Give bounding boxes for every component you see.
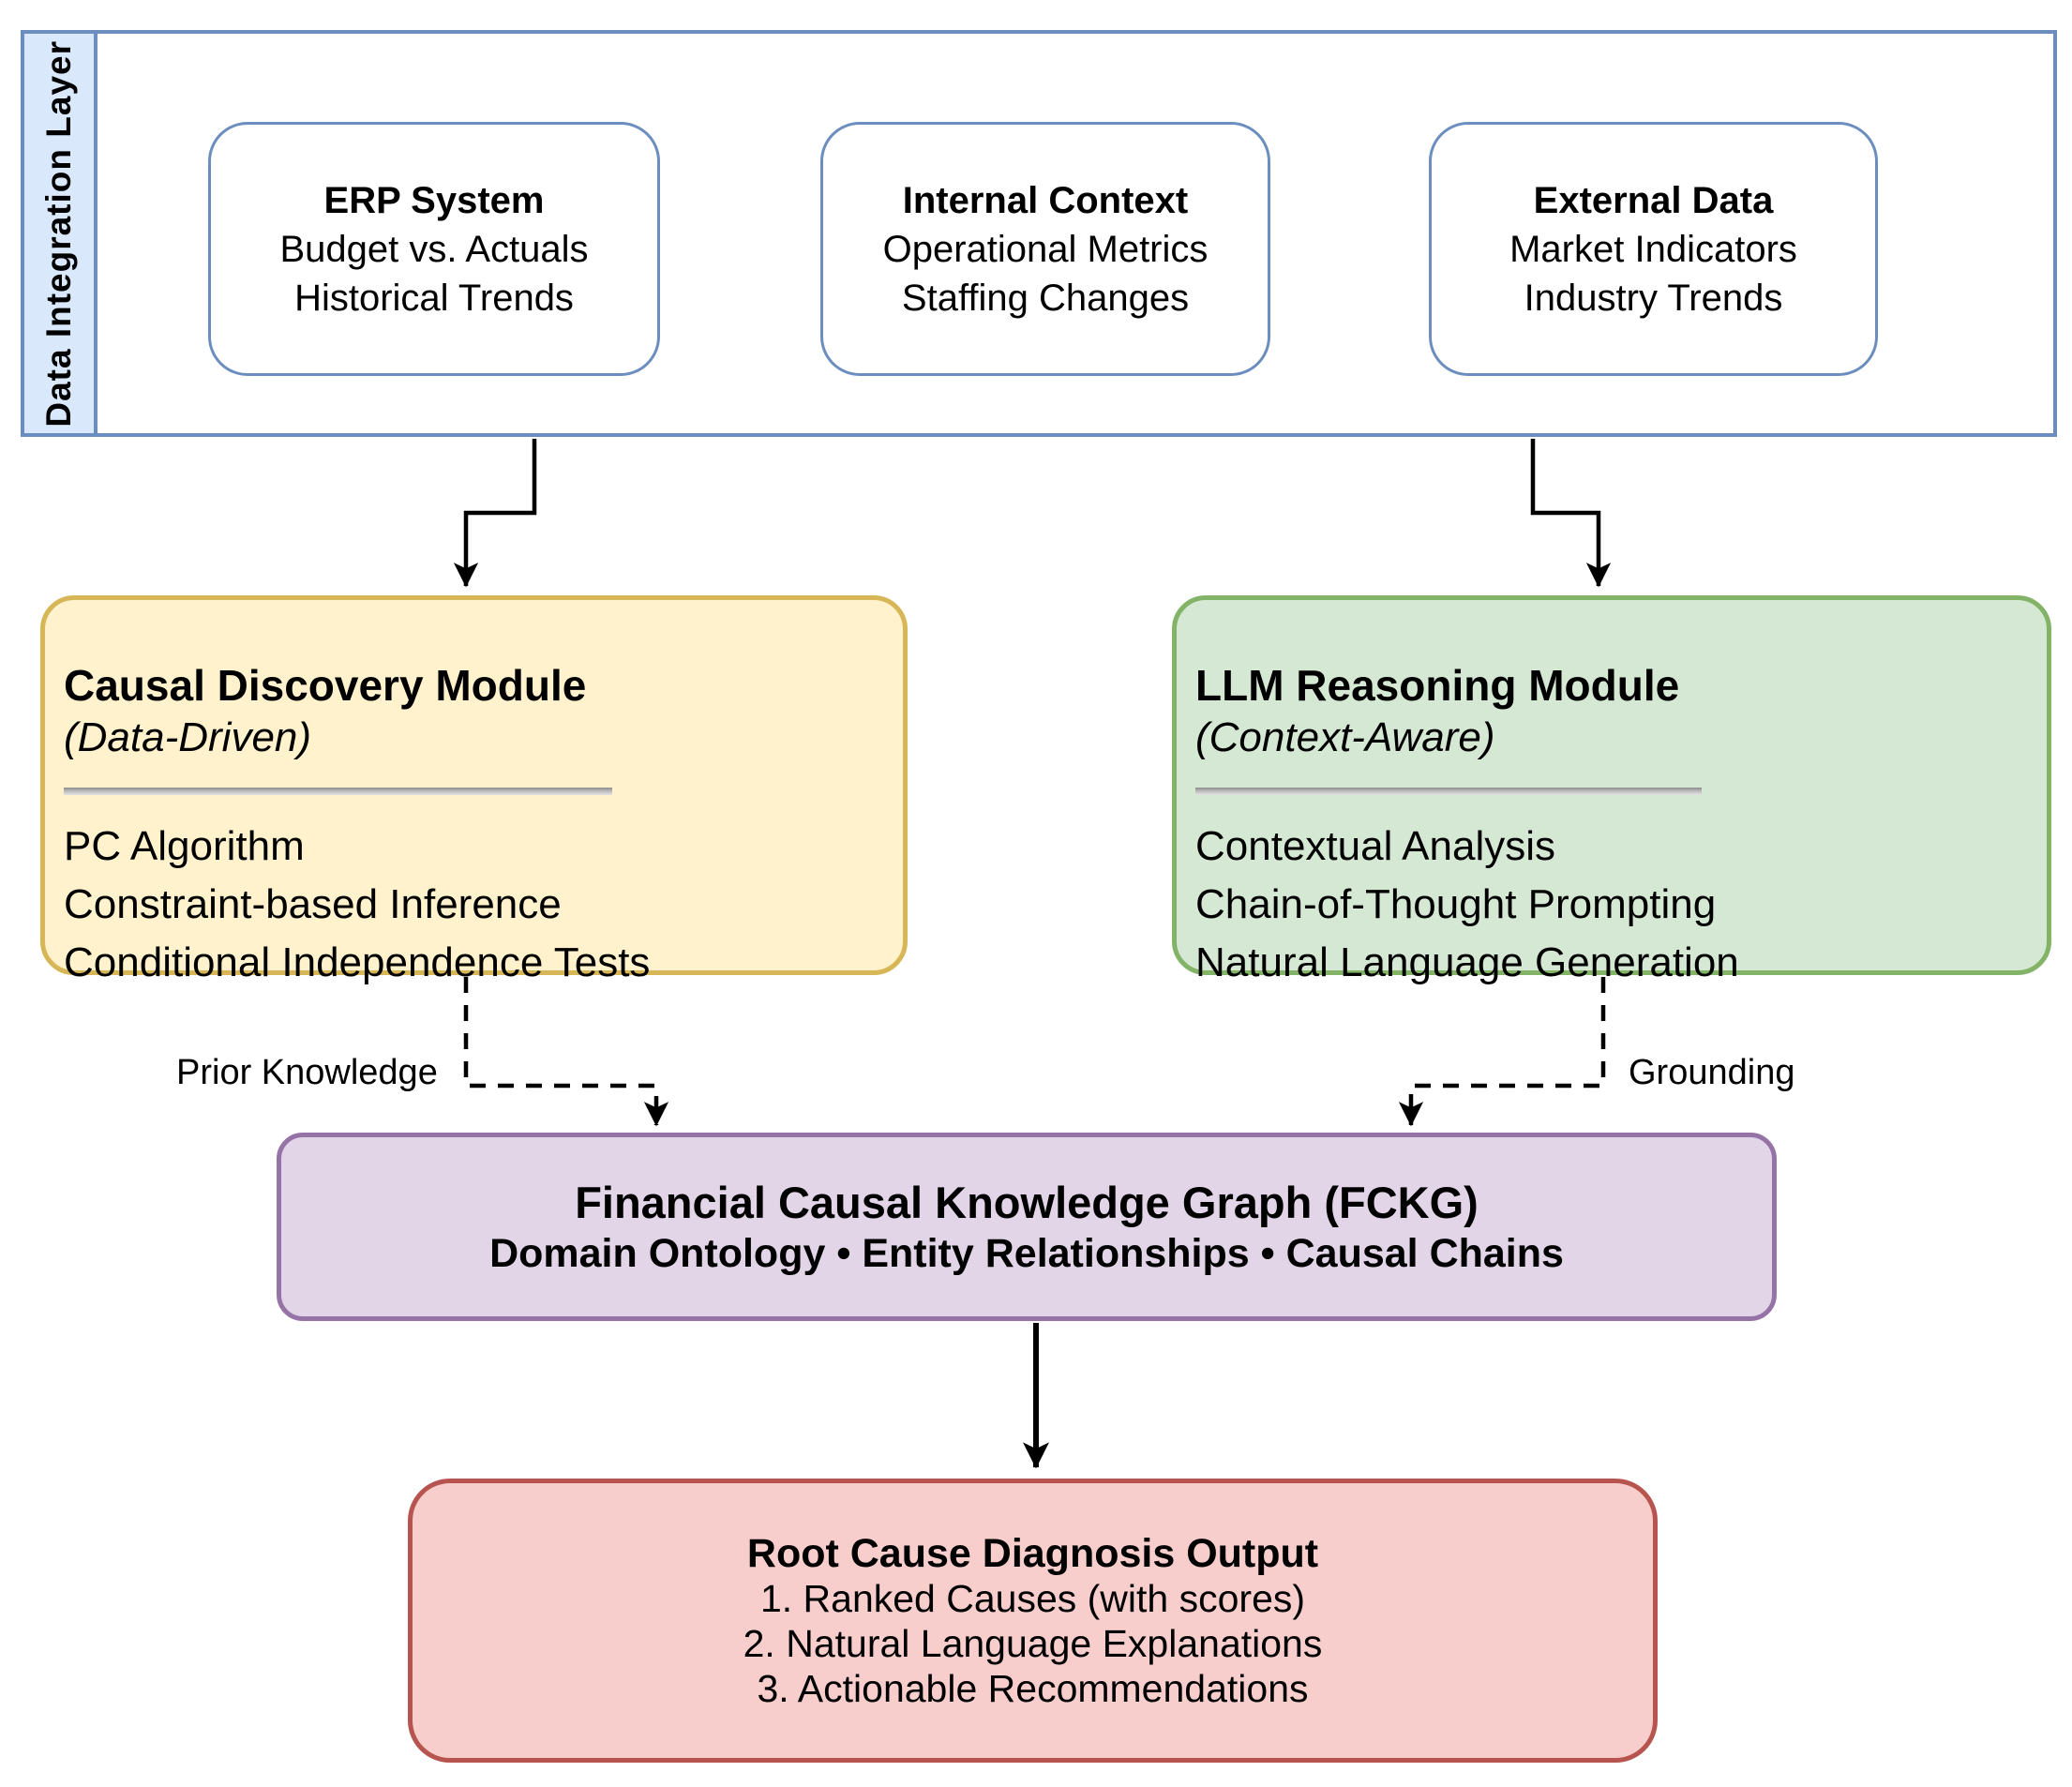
root-cause-output-list: 1. Ranked Causes (with scores) 2. Natura…	[743, 1576, 1323, 1711]
fckg-title: Financial Causal Knowledge Graph (FCKG)	[575, 1177, 1479, 1227]
root-cause-output-title: Root Cause Diagnosis Output	[746, 1530, 1319, 1576]
divider	[64, 788, 612, 795]
data-integration-layer-tab: Data Integration Layer	[21, 30, 98, 437]
external-data-line: Market Indicators	[1509, 228, 1797, 270]
internal-context-node: Internal Context Operational Metrics Sta…	[820, 122, 1270, 376]
list-item: 3. Actionable Recommendations	[757, 1666, 1309, 1710]
internal-context-line: Operational Metrics	[882, 228, 1209, 270]
fckg-node: Financial Causal Knowledge Graph (FCKG) …	[277, 1133, 1777, 1321]
llm-reasoning-subtitle: (Context-Aware)	[1195, 714, 1495, 760]
causal-discovery-item-list: PC Algorithm Constraint-based Inference …	[64, 818, 877, 992]
grounding-edge-label: Grounding	[1629, 1053, 1795, 1092]
root-cause-output-node: Root Cause Diagnosis Output 1. Ranked Ca…	[408, 1479, 1658, 1763]
fckg-subtitle: Domain Ontology • Entity Relationships •…	[489, 1230, 1564, 1276]
llm-reasoning-module-node: LLM Reasoning Module (Context-Aware) Con…	[1172, 595, 2051, 985]
edge-external-to-llm	[1530, 439, 1612, 588]
list-item: 1. Ranked Causes (with scores)	[759, 1576, 1306, 1620]
causal-discovery-subtitle: (Data-Driven)	[64, 714, 312, 760]
divider	[1195, 788, 1702, 795]
external-data-node: External Data Market Indicators Industry…	[1429, 122, 1878, 376]
data-integration-layer-label: Data Integration Layer	[39, 39, 78, 428]
causal-discovery-module-node: Causal Discovery Module (Data-Driven) PC…	[40, 595, 908, 985]
list-item: Natural Language Generation	[1195, 939, 1739, 985]
external-data-title: External Data	[1533, 179, 1774, 221]
list-item: Constraint-based Inference	[64, 881, 562, 927]
internal-context-line: Staffing Changes	[901, 277, 1190, 319]
internal-context-title: Internal Context	[902, 179, 1189, 221]
list-item: PC Algorithm	[64, 823, 305, 869]
llm-reasoning-item-list: Contextual Analysis Chain-of-Thought Pro…	[1195, 818, 2020, 992]
list-item: Chain-of-Thought Prompting	[1195, 881, 1717, 927]
erp-system-line: Historical Trends	[294, 277, 574, 319]
edge-prior-knowledge-dashed	[463, 977, 669, 1127]
edge-grounding-dashed	[1398, 977, 1606, 1127]
erp-system-node: ERP System Budget vs. Actuals Historical…	[208, 122, 660, 376]
llm-reasoning-title: LLM Reasoning Module	[1195, 661, 1680, 710]
external-data-line: Industry Trends	[1524, 277, 1783, 319]
list-item: Conditional Independence Tests	[64, 939, 651, 985]
list-item: 2. Natural Language Explanations	[743, 1621, 1323, 1665]
list-item: Contextual Analysis	[1195, 823, 1555, 869]
erp-system-title: ERP System	[323, 179, 545, 221]
edge-erp-to-causal-discovery	[453, 439, 537, 588]
causal-discovery-title: Causal Discovery Module	[64, 661, 587, 710]
prior-knowledge-edge-label: Prior Knowledge	[176, 1053, 438, 1092]
erp-system-line: Budget vs. Actuals	[279, 228, 589, 270]
